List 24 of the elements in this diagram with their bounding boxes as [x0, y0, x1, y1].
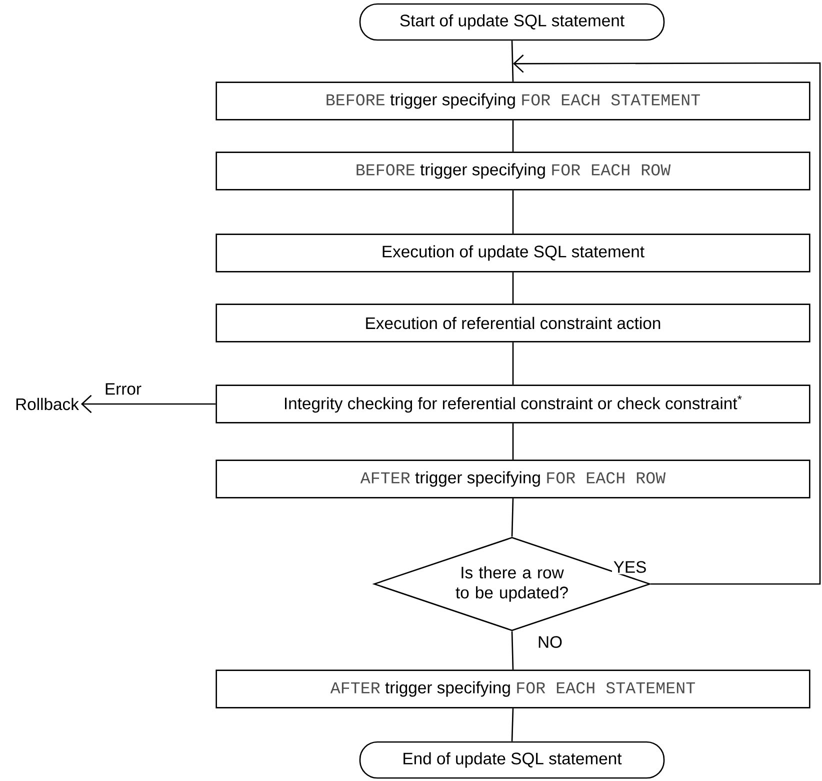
edge-label: NO — [536, 634, 564, 650]
connector — [513, 54, 821, 585]
process-box: AFTER trigger specifying FOR EACH STATEMENT — [216, 670, 810, 708]
connector — [512, 120, 514, 152]
process-box: Integrity checking for referential constraint or check constraint$^{*}$ — [216, 384, 810, 424]
process-box: Execution of update SQL statement — [216, 234, 810, 272]
edge-label: Error — [103, 382, 143, 396]
connector — [511, 498, 514, 537]
connector — [511, 631, 514, 670]
connector — [512, 190, 514, 234]
connector — [512, 272, 514, 304]
terminal-box: End of update SQL statement — [359, 741, 665, 779]
connector — [511, 708, 514, 742]
connector — [511, 40, 514, 82]
process-box: BEFORE trigger specifying FOR EACH ROW — [216, 152, 810, 190]
process-box: BEFORE trigger specifying FOR EACH STATEMENT — [216, 82, 810, 120]
end-text: Rollback — [16, 398, 79, 410]
connector — [512, 423, 514, 460]
process-box: Execution of referential constraint action — [216, 304, 810, 342]
connector — [512, 342, 514, 385]
edge-label: YES — [612, 560, 648, 574]
terminal-box: Start of update SQL statement — [359, 3, 665, 41]
connector — [80, 394, 216, 414]
process-box: AFTER trigger specifying FOR EACH ROW — [216, 460, 810, 498]
